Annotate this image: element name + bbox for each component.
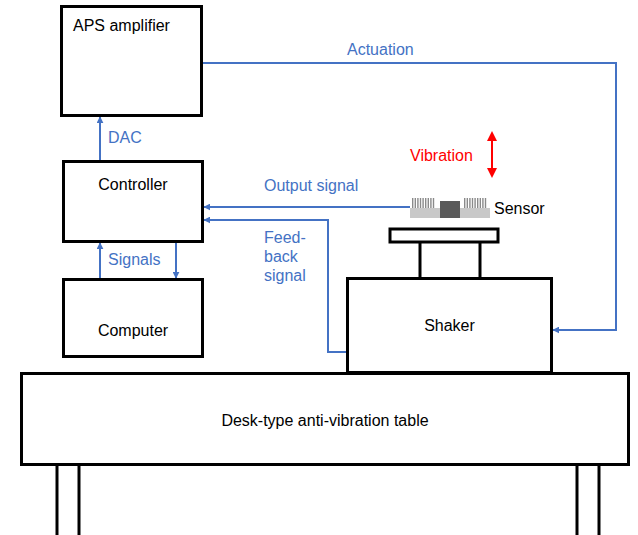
mount-post — [419, 242, 422, 278]
signal-arrow — [175, 243, 177, 278]
edge-label: Signals — [106, 250, 162, 269]
controller-box: Controller — [62, 160, 204, 243]
mount-plate — [390, 229, 498, 242]
mount-post — [479, 242, 482, 278]
edge-label: DAC — [106, 128, 144, 147]
node-label: Shaker — [349, 316, 550, 335]
computer-box: Computer — [62, 278, 204, 358]
table-leg — [576, 465, 579, 535]
sensor: Sensor — [410, 196, 490, 218]
shaker-box: Shaker — [346, 277, 553, 374]
table-box: Desk-type anti-vibration table — [20, 372, 630, 466]
node-label: Computer — [65, 321, 201, 340]
signal-arrow — [99, 117, 101, 160]
amplifier-box: APS amplifier — [60, 5, 203, 117]
node-label: Sensor — [494, 199, 545, 218]
table-leg — [598, 465, 601, 535]
table-leg — [78, 465, 81, 535]
edge-label: Feed-back signal — [262, 228, 322, 286]
sensor-chip — [410, 196, 490, 218]
edge-label: Output signal — [262, 176, 360, 195]
signal-arrow — [204, 206, 410, 208]
table-leg — [56, 465, 59, 535]
vibration-label: Vibration — [408, 146, 475, 165]
node-label: Desk-type anti-vibration table — [23, 411, 627, 430]
signal-arrow — [99, 243, 101, 278]
vibration-arrow — [487, 131, 497, 178]
edge-label: Actuation — [345, 40, 416, 59]
node-label: APS amplifier — [73, 16, 200, 35]
signal-arrow — [204, 220, 346, 352]
node-label: Controller — [65, 175, 201, 194]
